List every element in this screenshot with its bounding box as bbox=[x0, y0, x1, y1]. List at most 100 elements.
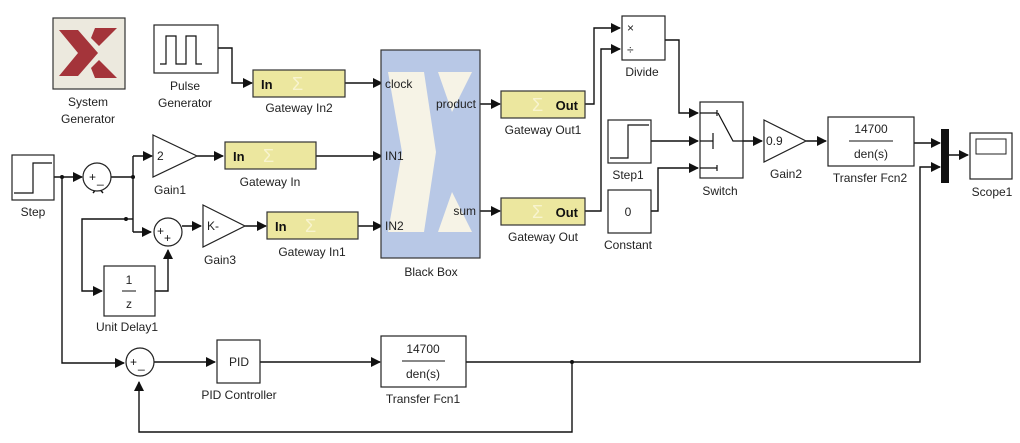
pid-controller-label: PID Controller bbox=[201, 388, 276, 402]
gateway-in-block[interactable]: In Σ Gateway In bbox=[224, 141, 317, 189]
port-clock: clock bbox=[385, 77, 413, 91]
transfer-fcn2-block[interactable]: 14700 den(s) Transfer Fcn2 bbox=[827, 116, 915, 185]
gateway-out1-label: Gateway Out1 bbox=[505, 123, 582, 137]
divide-op-divide: ÷ bbox=[627, 43, 634, 57]
sum2-block[interactable]: + + bbox=[153, 217, 183, 247]
sum2-sign-2: + bbox=[164, 231, 171, 245]
step-wave-icon bbox=[610, 124, 649, 159]
gain3-label: Gain3 bbox=[204, 253, 236, 267]
gain2-value: 0.9 bbox=[766, 134, 783, 148]
gateway-in2-block[interactable]: In Σ Gateway In2 bbox=[252, 69, 346, 115]
gateway-out-block[interactable]: Σ Out Gateway Out bbox=[500, 197, 586, 244]
gateway-in2-label: Gateway In2 bbox=[265, 101, 333, 115]
gateway-out-text: Out bbox=[556, 205, 579, 220]
gateway-out1-block[interactable]: Σ Out Gateway Out1 bbox=[500, 90, 586, 137]
scope1-block[interactable]: Scope1 bbox=[969, 132, 1013, 199]
gain3-value: K- bbox=[207, 219, 219, 233]
black-box-block[interactable]: clock IN1 IN2 product sum Black Box bbox=[380, 49, 481, 279]
wire-step-to-sum3 bbox=[61, 177, 125, 368]
xilinx-watermark-icon bbox=[388, 72, 472, 232]
step1-block[interactable]: Step1 bbox=[607, 119, 652, 182]
gain3-block[interactable]: K- Gain3 bbox=[202, 204, 247, 267]
gain2-label: Gain2 bbox=[770, 167, 802, 181]
pulse-generator-block[interactable]: Pulse Generator bbox=[153, 24, 219, 110]
system-generator-block[interactable]: System Generator bbox=[52, 17, 126, 126]
unit-delay1-label: Unit Delay1 bbox=[96, 320, 158, 334]
gateway-out-label: Gateway Out bbox=[508, 230, 579, 244]
constant-label: Constant bbox=[604, 238, 653, 252]
transfer-fcn2-num: 14700 bbox=[854, 122, 888, 136]
pid-controller-block[interactable]: PID PID Controller bbox=[201, 339, 277, 402]
wire-to-unitdelay bbox=[81, 218, 126, 296]
gain1-value: 2 bbox=[157, 149, 164, 163]
sum1-sign-2: _ bbox=[96, 172, 104, 186]
sigma-watermark-icon: Σ bbox=[532, 95, 543, 115]
junction-dot bbox=[131, 175, 135, 179]
pulse-generator-label-1: Pulse bbox=[170, 79, 200, 93]
switch-block[interactable]: Switch bbox=[699, 101, 744, 198]
sigma-watermark-icon: Σ bbox=[305, 216, 316, 236]
wires bbox=[54, 23, 969, 433]
transfer-fcn1-label: Transfer Fcn1 bbox=[386, 392, 461, 406]
wire-divide-to-switch bbox=[665, 39, 699, 118]
wire-feedback bbox=[134, 362, 573, 433]
sigma-watermark-icon: Σ bbox=[532, 202, 543, 222]
scope1-label: Scope1 bbox=[972, 185, 1013, 199]
switch-icon bbox=[700, 110, 743, 171]
gain1-label: Gain1 bbox=[154, 183, 186, 197]
gateway-in2-text: In bbox=[261, 77, 273, 92]
transfer-fcn2-label: Transfer Fcn2 bbox=[833, 171, 908, 185]
gain2-block[interactable]: 0.9 Gain2 bbox=[763, 119, 808, 181]
divide-label: Divide bbox=[625, 65, 659, 79]
constant-value: 0 bbox=[625, 205, 632, 219]
system-generator-label-2: Generator bbox=[61, 112, 115, 126]
sum2-sign-1: + bbox=[157, 224, 164, 238]
unit-delay1-den: z bbox=[126, 297, 132, 311]
pulse-wave-icon bbox=[160, 35, 202, 65]
gateway-in-label: Gateway In bbox=[240, 175, 301, 189]
sum1-sign-1: + bbox=[89, 170, 96, 184]
transfer-fcn1-den: den(s) bbox=[406, 367, 440, 381]
junction-dot bbox=[60, 175, 64, 179]
switch-label: Switch bbox=[702, 184, 737, 198]
gain1-block[interactable]: 2 Gain1 bbox=[152, 134, 199, 197]
step-block[interactable]: Step bbox=[11, 154, 55, 219]
port-product: product bbox=[436, 97, 477, 111]
divide-block[interactable]: × ÷ Divide bbox=[621, 15, 666, 79]
sum3-sign-2: _ bbox=[137, 357, 145, 371]
sigma-watermark-icon: Σ bbox=[263, 146, 274, 166]
scope-screen-icon bbox=[975, 138, 1007, 155]
constant-block[interactable]: 0 Constant bbox=[604, 189, 653, 252]
step1-label: Step1 bbox=[612, 168, 644, 182]
pulse-generator-label-2: Generator bbox=[158, 96, 212, 110]
gateway-in1-block[interactable]: In Σ Gateway In1 bbox=[266, 211, 359, 259]
black-box-label: Black Box bbox=[404, 265, 457, 279]
step-label: Step bbox=[21, 205, 46, 219]
mux-block[interactable] bbox=[941, 129, 949, 183]
unit-delay1-num: 1 bbox=[126, 273, 133, 287]
port-in1: IN1 bbox=[385, 149, 404, 163]
step-wave-icon bbox=[14, 162, 52, 194]
gateway-in1-label: Gateway In1 bbox=[278, 245, 346, 259]
sigma-watermark-icon: Σ bbox=[292, 74, 303, 94]
wire-gwout-to-divide bbox=[585, 44, 621, 212]
xilinx-logo-icon bbox=[59, 28, 117, 78]
transfer-fcn1-block[interactable]: 14700 den(s) Transfer Fcn1 bbox=[380, 335, 467, 406]
port-in2: IN2 bbox=[385, 219, 404, 233]
system-generator-label-1: System bbox=[68, 95, 108, 109]
pid-text: PID bbox=[229, 355, 249, 369]
junction-dot bbox=[570, 360, 574, 364]
wire-unitdelay-to-sum2 bbox=[155, 249, 173, 292]
wire-constant-to-switch bbox=[651, 163, 699, 212]
port-sum: sum bbox=[453, 204, 476, 218]
transfer-fcn2-den: den(s) bbox=[854, 147, 888, 161]
sum1-block[interactable]: + _ bbox=[82, 162, 112, 192]
wire-gwout1-to-divide bbox=[585, 23, 621, 105]
wire-tf1-to-mux bbox=[466, 162, 941, 363]
divide-op-multiply: × bbox=[627, 21, 634, 35]
sum3-sign-1: + bbox=[130, 355, 137, 369]
sum3-block[interactable]: + _ bbox=[125, 347, 155, 377]
wire-pulse-to-gwin2 bbox=[218, 47, 253, 88]
unit-delay1-block[interactable]: 1 z Unit Delay1 bbox=[96, 265, 158, 334]
